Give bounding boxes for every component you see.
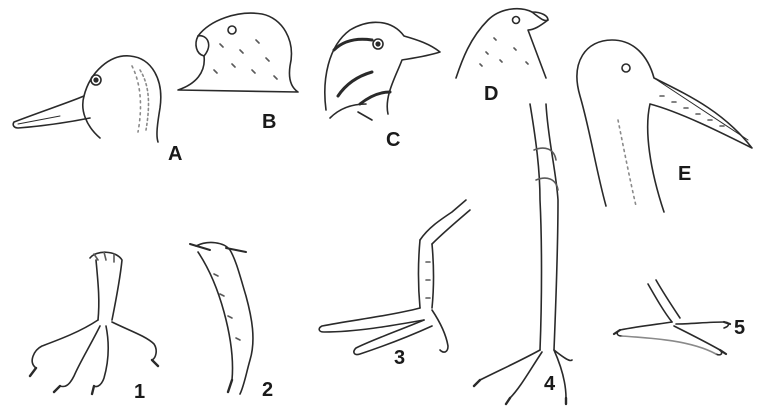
head-label-a: A (168, 144, 182, 164)
head-label-e: E (678, 164, 691, 184)
finch-head-icon (456, 9, 548, 78)
foot-label-2: 2 (262, 380, 273, 400)
hawk-head-icon (178, 13, 298, 92)
wading-foot-icon (474, 104, 572, 404)
perching-foot-icon (319, 200, 470, 355)
woodpecker-head-icon (325, 22, 440, 120)
foot-label-1: 1 (134, 382, 145, 402)
foot-label-5: 5 (734, 318, 745, 338)
climbing-foot-icon (190, 243, 253, 394)
foot-label-3: 3 (394, 348, 405, 368)
foot-label-4: 4 (544, 374, 555, 394)
webbed-foot-icon (614, 280, 730, 355)
head-label-b: B (262, 112, 276, 132)
raptor-foot-icon (30, 252, 158, 394)
stork-head-icon (577, 40, 752, 212)
duck-head-icon (13, 56, 161, 142)
head-label-d: D (484, 84, 498, 104)
head-label-c: C (386, 130, 400, 150)
